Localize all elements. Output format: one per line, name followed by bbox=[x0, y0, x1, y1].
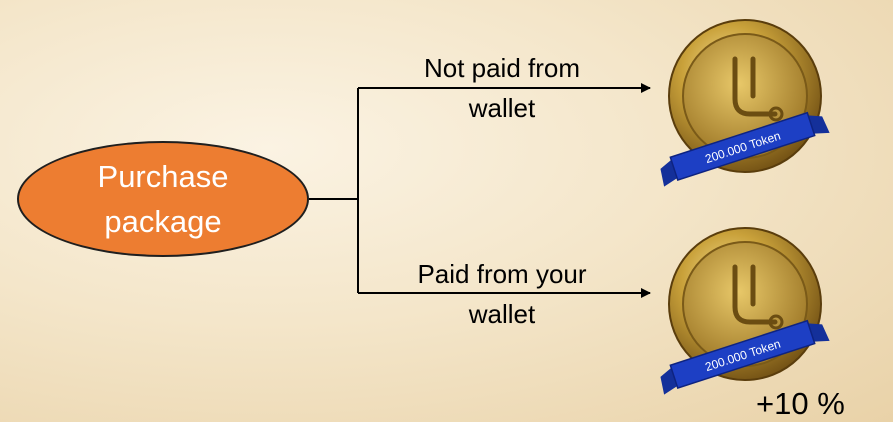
branch-label-line2: wallet bbox=[468, 93, 536, 123]
branch-label-not-paid: Not paid from wallet bbox=[377, 48, 627, 128]
purchase-package-label: Purchase package bbox=[17, 141, 309, 257]
branch-label-line2: wallet bbox=[468, 299, 536, 329]
node-label-line1: Purchase bbox=[97, 159, 229, 194]
branch-label-line1: Not paid from bbox=[423, 53, 581, 83]
token-coin-icon: 200.000 Token bbox=[660, 227, 830, 395]
node-label-line2: package bbox=[104, 204, 222, 239]
purchase-package-node bbox=[17, 141, 309, 257]
bonus-percentage: +10 % bbox=[756, 386, 845, 421]
token-coin-icon: 200.000 Token bbox=[660, 19, 830, 187]
branch-label-line1: Paid from your bbox=[417, 259, 587, 289]
branch-label-paid: Paid from your wallet bbox=[372, 254, 632, 334]
